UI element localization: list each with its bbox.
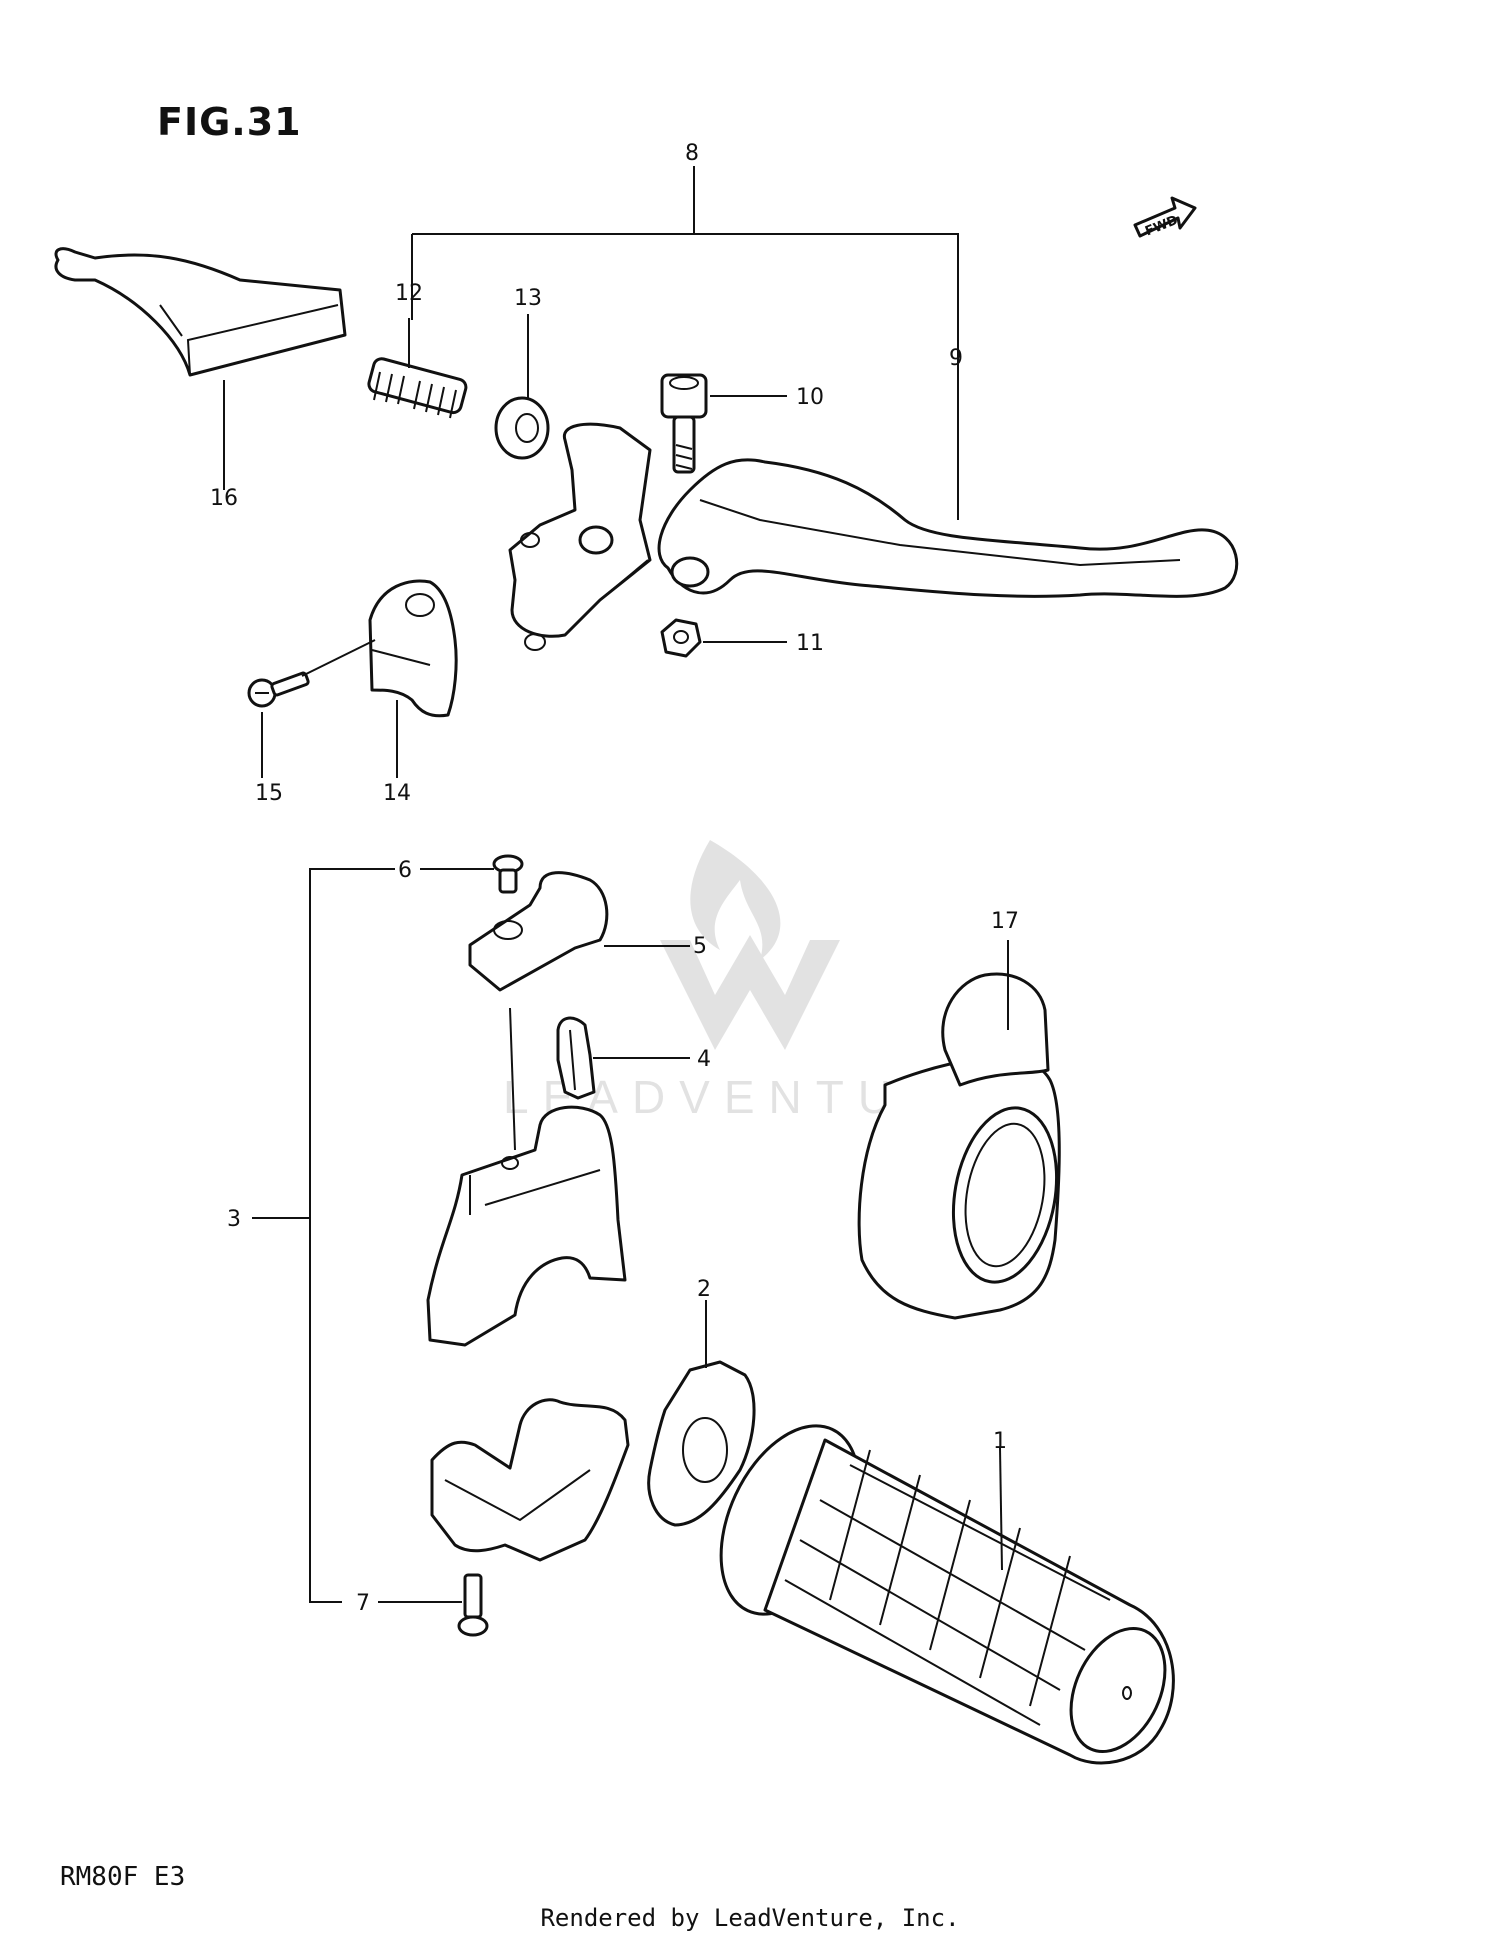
callout-numbers: 1 2 3 4 5 6 7 8 9 10 11 12 13 14 15 16 1… xyxy=(210,141,1019,1616)
callout-12: 12 xyxy=(395,281,423,306)
lever-boot[interactable] xyxy=(54,247,347,377)
callout-1: 1 xyxy=(993,1429,1007,1454)
clamp-screw[interactable] xyxy=(247,671,310,708)
callout-11: 11 xyxy=(796,631,824,656)
housing-screw[interactable] xyxy=(457,1573,489,1637)
model-code: RM80F E3 xyxy=(60,1862,186,1892)
callout-13: 13 xyxy=(514,286,542,311)
switch-screw-small[interactable] xyxy=(492,854,524,894)
clutch-lever[interactable] xyxy=(657,458,1239,598)
lever-holder[interactable] xyxy=(508,422,652,651)
callout-5: 5 xyxy=(693,934,707,959)
throttle-cover[interactable] xyxy=(857,972,1069,1320)
switch-housing-upper[interactable] xyxy=(426,1105,627,1347)
callout-14: 14 xyxy=(383,781,411,806)
figure-title: FIG.31 xyxy=(157,100,302,144)
callout-9: 9 xyxy=(949,346,963,371)
switch-housing-lower[interactable] xyxy=(430,1398,630,1562)
footer-credit: Rendered by LeadVenture, Inc. xyxy=(540,1904,960,1932)
cable-clamp-cover[interactable] xyxy=(468,871,609,992)
callout-3: 3 xyxy=(227,1207,241,1232)
lever-clamp[interactable] xyxy=(368,579,458,718)
handlebar-grip[interactable] xyxy=(693,1404,1183,1767)
cable-guide[interactable] xyxy=(556,1016,596,1100)
callout-16: 16 xyxy=(210,486,238,511)
callout-7: 7 xyxy=(356,1591,370,1616)
callout-8: 8 xyxy=(685,141,699,166)
callout-17: 17 xyxy=(991,909,1019,934)
adjuster-bolt[interactable] xyxy=(367,357,468,419)
throttle-pulley[interactable] xyxy=(647,1360,756,1527)
callout-4: 4 xyxy=(697,1047,711,1072)
callout-2: 2 xyxy=(697,1277,711,1302)
locknut[interactable] xyxy=(494,396,550,460)
lever-nut[interactable] xyxy=(660,618,702,658)
callout-6: 6 xyxy=(398,858,412,883)
pivot-bolt[interactable] xyxy=(660,373,708,474)
callout-10: 10 xyxy=(796,385,824,410)
callout-15: 15 xyxy=(255,781,283,806)
leader-lines xyxy=(223,166,1009,1603)
fwd-arrow-icon: FWD xyxy=(1133,196,1197,239)
